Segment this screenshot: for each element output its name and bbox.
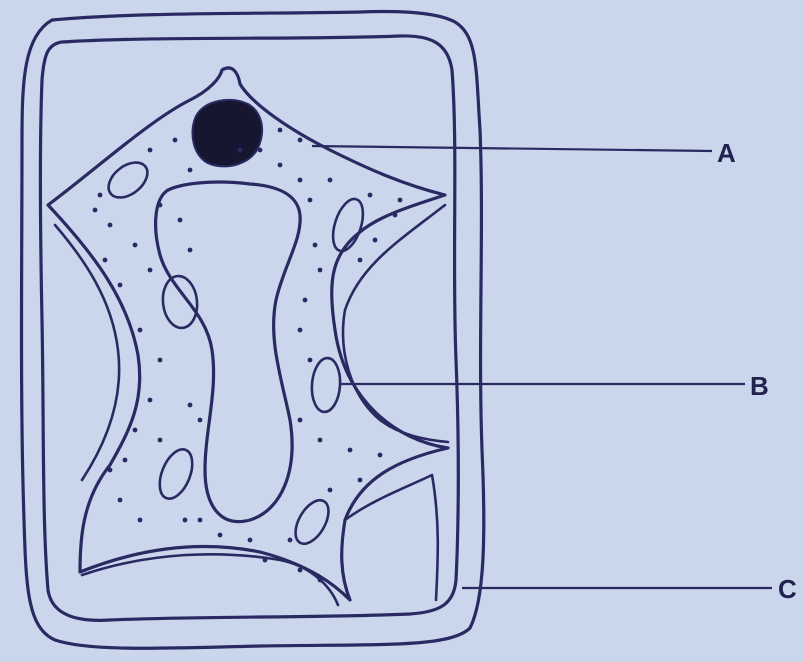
cytoplasm-granule (278, 128, 283, 133)
nucleus (192, 100, 262, 166)
cytoplasm-granule (138, 518, 143, 523)
cytoplasm-granule (183, 518, 188, 523)
cytoplasm-granule (98, 193, 103, 198)
cytoplasm-granule (238, 148, 243, 153)
label-c: C (778, 574, 797, 604)
vacuole-boundary-bottom (82, 554, 338, 605)
vacuole-boundary-left (55, 225, 119, 480)
cytoplasm-granule (138, 328, 143, 333)
cytoplasm-granule (118, 498, 123, 503)
cytoplasm-granule (108, 223, 113, 228)
cytoplasm-granule (298, 138, 303, 143)
cytoplasm-granule (178, 218, 183, 223)
cytoplasm-granule (103, 258, 108, 263)
cytoplasm-granule (358, 478, 363, 483)
cytoplasm-granule (218, 533, 223, 538)
cytoplasm-granule (258, 148, 263, 153)
cytoplasm-granule (158, 438, 163, 443)
chloroplast (160, 274, 199, 329)
cytoplasm-granule (133, 428, 138, 433)
cytoplasm-granule (278, 163, 283, 168)
cytoplasm-granule (368, 193, 373, 198)
cytoplasm-granule (198, 518, 203, 523)
cytoplasm-granule (298, 328, 303, 333)
cytoplasm-granule (118, 283, 123, 288)
label-b: B (750, 371, 769, 401)
cytoplasm-granule (328, 488, 333, 493)
cytoplasm-granule (378, 453, 383, 458)
cytoplasm-granule (373, 238, 378, 243)
cytoplasm-granule (298, 178, 303, 183)
cytoplasm-granule (188, 403, 193, 408)
cytoplasm-granule (188, 168, 193, 173)
chloroplast (102, 155, 154, 204)
cytoplasm-granule (148, 398, 153, 403)
cytoplasm-granule (263, 558, 268, 563)
cytoplasm-granule (133, 243, 138, 248)
cytoplasm-granule (288, 538, 293, 543)
cytoplasm-granule (188, 248, 193, 253)
cytoplasm-granule (93, 208, 98, 213)
cytoplasm-granule (308, 358, 313, 363)
cytoplasm-granule (158, 203, 163, 208)
cytoplasm-granule (108, 468, 113, 473)
cytoplasm-granule (148, 268, 153, 273)
cytoplasm-granule (173, 138, 178, 143)
cytoplasm-granule (393, 213, 398, 218)
cytoplasm-granule (318, 578, 323, 583)
central-vacuole (156, 182, 301, 522)
cytoplasm-granule (158, 358, 163, 363)
cytoplasm-granule (348, 448, 353, 453)
cytoplasm-granule (358, 258, 363, 263)
cytoplasm-granule (198, 418, 203, 423)
cytoplasm-granule (303, 298, 308, 303)
chloroplast (153, 445, 198, 504)
cytoplasm-granule (298, 568, 303, 573)
cytoplasm-granule (298, 418, 303, 423)
cytoplasm-granule (313, 243, 318, 248)
cytoplasm-granule (318, 268, 323, 273)
label-a: A (717, 138, 736, 168)
cytoplasm-granule (308, 198, 313, 203)
cytoplasm-granule (148, 148, 153, 153)
cytoplasm-granule (248, 538, 253, 543)
chloroplast (289, 495, 336, 550)
chloroplast (310, 357, 342, 413)
cytoplasm-granule (328, 178, 333, 183)
label-a-leader-line (312, 146, 712, 151)
cytoplasm-granule (318, 438, 323, 443)
vacuole-boundary-right (343, 205, 448, 442)
cytoplasm-granule (123, 458, 128, 463)
cytoplasm-granule (398, 198, 403, 203)
